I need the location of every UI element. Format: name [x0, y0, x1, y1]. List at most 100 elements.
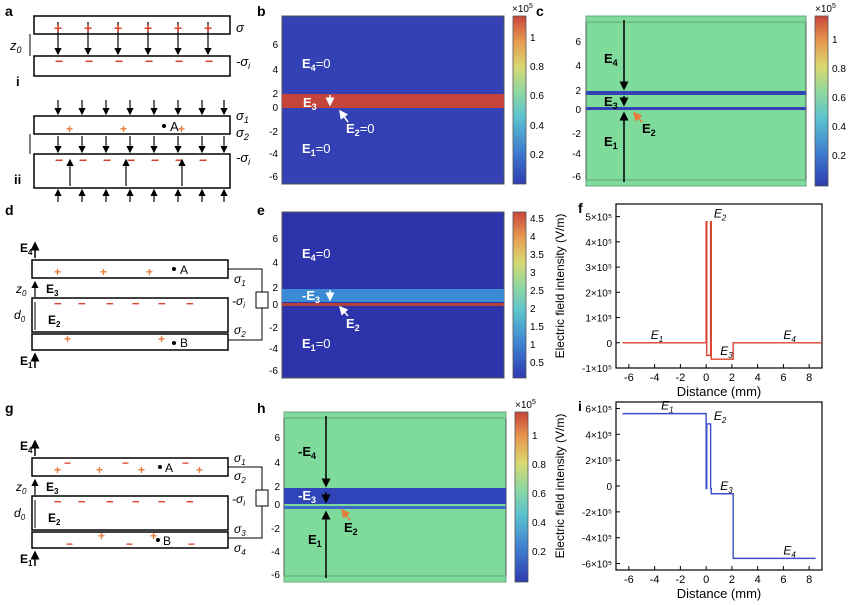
colorbar-b-ticks: 10.8 0.60.4 0.2	[530, 33, 544, 161]
svg-text:+: +	[96, 463, 103, 477]
svg-text:0.8: 0.8	[832, 64, 846, 75]
z0-label: z0	[9, 38, 22, 55]
panel-letter-c: c	[536, 3, 544, 19]
svg-text:-4: -4	[271, 547, 280, 558]
svg-text:-6: -6	[269, 172, 278, 183]
annotation-label: E2	[714, 409, 727, 425]
svg-text:4: 4	[530, 232, 536, 243]
svg-text:−: −	[103, 152, 111, 168]
colorbar-e-ticks: 4.54 3.53 2.52 1.51 0.5	[530, 214, 544, 369]
sigma-i-label: -σi	[236, 54, 251, 71]
g-sigma2-label: σ2	[234, 469, 246, 485]
h-top-edge	[283, 411, 507, 419]
x-tick-label: 8	[806, 372, 812, 384]
x-tick-label: 4	[755, 574, 761, 586]
d-charges-mid: −−−−−−	[54, 296, 194, 311]
svg-text:1: 1	[530, 340, 536, 351]
x-tick-label: -6	[624, 372, 634, 384]
svg-text:3: 3	[530, 268, 536, 279]
svg-text:+: +	[196, 463, 203, 477]
y-tick-label: 0	[606, 339, 612, 350]
g-d0-label: d0	[14, 506, 26, 522]
svg-text:0.8: 0.8	[530, 62, 544, 73]
d-e4-label: E4	[20, 241, 33, 257]
annotation-label: E4	[783, 543, 796, 559]
d-z0-label: z0	[15, 282, 27, 298]
svg-text:+: +	[158, 332, 165, 346]
panel-letter-e: e	[257, 202, 265, 218]
svg-text:-4: -4	[269, 344, 278, 355]
svg-text:−: −	[175, 53, 183, 69]
svg-text:+: +	[146, 265, 153, 279]
panel-d: E4 +++ A z0 E3 −−−−−− d0 E2 ++ B E1 σ1 -…	[14, 241, 269, 370]
svg-text:−: −	[106, 494, 114, 509]
h-e2-label: E2	[344, 520, 358, 537]
annotation-label: E1	[651, 328, 663, 344]
svg-text:−: −	[186, 494, 194, 509]
c-e3-label: E3	[604, 94, 618, 111]
svg-text:−: −	[79, 152, 87, 168]
plate-ii-top	[33, 115, 231, 135]
d-charges-top: +++	[54, 265, 153, 279]
field-arrows-a-ii-bottom	[54, 188, 228, 202]
svg-text:+: +	[144, 20, 152, 36]
annotation-letter: E	[783, 328, 792, 342]
svg-text:4: 4	[272, 65, 278, 76]
x-tick-label: 0	[703, 574, 709, 586]
annotation-label: E1	[661, 399, 673, 415]
d-sigma2-label: σ2	[234, 323, 246, 339]
d-e2-label: E2	[48, 313, 61, 329]
e-e4-label: E4=0	[302, 246, 331, 263]
g-circuit-wire	[228, 466, 263, 539]
svg-text:+: +	[114, 20, 122, 36]
svg-text:0.6: 0.6	[530, 91, 544, 102]
d-e1-label: E1	[20, 354, 33, 370]
panel-b: 64 20 -2-4 -6 E4=0 E3 E2=0 E1=0 ×105 10.…	[269, 3, 544, 185]
svg-text:0.2: 0.2	[832, 151, 846, 162]
e-e3-label: -E3	[302, 288, 320, 305]
panel-letter-h: h	[257, 400, 266, 416]
d-charges-bottom: ++	[64, 332, 165, 346]
y-tick-label: 2×10⁵	[585, 288, 612, 299]
svg-text:0: 0	[272, 103, 278, 114]
svg-text:-6: -6	[271, 570, 280, 581]
panel-letter-b: b	[257, 3, 266, 19]
svg-text:−: −	[54, 296, 62, 311]
x-tick-label: 0	[703, 372, 709, 384]
g-point-b-label: B	[163, 534, 171, 548]
point-a-dot	[162, 124, 166, 128]
panel-g: E4 −−− ++++ A z0 E3 −−−−−− d0 E2 ++ −−− …	[14, 439, 269, 568]
y-tick-label: 1×10⁵	[585, 314, 612, 325]
svg-text:+: +	[174, 20, 182, 36]
svg-text:1: 1	[832, 35, 838, 46]
charges-plus-a: ++++++	[54, 20, 212, 36]
b-e2-arrow	[339, 109, 349, 123]
svg-text:−: −	[132, 296, 140, 311]
svg-text:−: −	[64, 456, 71, 470]
svg-text:+: +	[84, 20, 92, 36]
panel-h: 64 20 -2-4 -6 -E4 -E3 E2 E1 ×105 10.8 0.…	[271, 399, 546, 583]
g-plate-mid	[31, 495, 229, 531]
g-point-a-dot	[158, 465, 162, 469]
svg-text:2: 2	[575, 86, 581, 97]
point-a-label: A	[170, 119, 179, 134]
sigma-label: σ	[236, 20, 245, 35]
annotation-letter: E	[720, 479, 729, 493]
b-e4-label: E4=0	[302, 56, 331, 73]
svg-text:−: −	[55, 152, 63, 168]
svg-text:+: +	[54, 20, 62, 36]
x-axis-label: Distance (mm)	[677, 384, 762, 399]
field-arrows-a-ii-gap	[54, 136, 228, 154]
g-plate-bottom	[31, 531, 229, 549]
svg-text:1: 1	[532, 431, 538, 442]
svg-text:−: −	[55, 53, 63, 69]
field-map-h-gap	[284, 488, 506, 504]
y-ticks-c: 64 20 -2-4 -6	[572, 37, 581, 183]
y-axis-label: Electric field intensity (V/m)	[553, 414, 567, 559]
svg-text:−: −	[122, 456, 129, 470]
annotation-letter: E	[661, 399, 670, 413]
svg-text:−: −	[158, 494, 166, 509]
panel-a: ++++++ −−−−−− z0 σ -σi i +++ A −−−−−−−	[9, 15, 251, 202]
svg-text:−: −	[186, 296, 194, 311]
